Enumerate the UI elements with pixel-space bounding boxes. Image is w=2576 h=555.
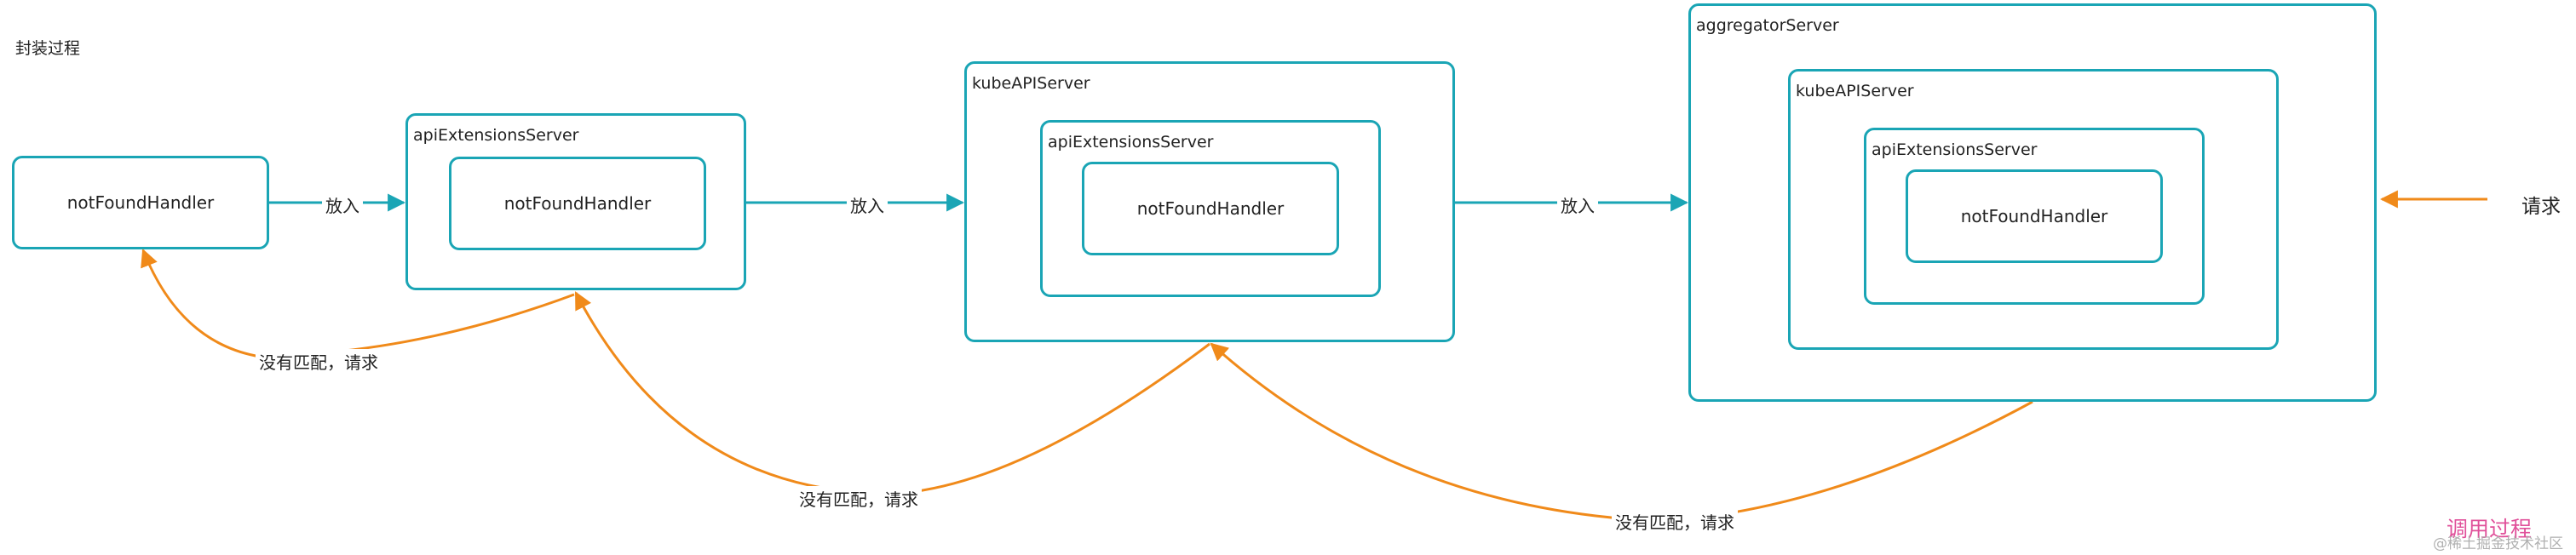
no-match-label-3: 没有匹配，请求 — [1612, 509, 1738, 534]
stage4-api-extensions-server-box: apiExtensionsServer notFoundHandler — [1864, 128, 2205, 305]
stage3-not-found-handler-box: notFoundHandler — [1082, 162, 1339, 255]
not-found-handler-label: notFoundHandler — [503, 193, 652, 214]
stage3-kube-api-server-box: kubeAPIServer apiExtensionsServer notFou… — [964, 61, 1455, 342]
not-found-handler-label: notFoundHandler — [1960, 206, 2108, 226]
api-extensions-server-label: apiExtensionsServer — [1048, 133, 1214, 152]
watermark: @稀土掘金技术社区 — [2433, 535, 2563, 552]
request-label: 请求 — [2521, 196, 2561, 218]
stage2-not-found-handler-box: notFoundHandler — [449, 157, 706, 250]
not-found-handler-label: notFoundHandler — [66, 192, 215, 213]
stage2-api-extensions-server-box: apiExtensionsServer notFoundHandler — [405, 113, 746, 290]
stage4-aggregator-server-box: aggregatorServer kubeAPIServer apiExtens… — [1688, 3, 2377, 402]
aggregator-server-label: aggregatorServer — [1696, 16, 1839, 35]
no-match-label-1: 没有匹配，请求 — [256, 349, 382, 374]
stage4-not-found-handler-box: notFoundHandler — [1906, 169, 2163, 263]
stage4-kube-api-server-box: kubeAPIServer apiExtensionsServer notFou… — [1788, 69, 2279, 350]
kube-api-server-label: kubeAPIServer — [972, 74, 1090, 93]
diagram-title: 封装过程 — [15, 39, 81, 58]
api-extensions-server-label: apiExtensionsServer — [413, 126, 579, 145]
stage1-not-found-handler-box: notFoundHandler — [12, 156, 269, 249]
not-found-handler-label: notFoundHandler — [1136, 198, 1285, 219]
call-process-label: 调用过程 — [2447, 517, 2533, 541]
put-in-label-2: 放入 — [847, 192, 888, 217]
stage3-api-extensions-server-box: apiExtensionsServer notFoundHandler — [1040, 120, 1381, 297]
kube-api-server-label: kubeAPIServer — [1796, 82, 1914, 100]
no-match-label-2: 没有匹配，请求 — [796, 486, 922, 511]
put-in-label-3: 放入 — [1557, 192, 1598, 217]
api-extensions-server-label: apiExtensionsServer — [1872, 140, 2038, 159]
put-in-label-1: 放入 — [322, 192, 363, 217]
